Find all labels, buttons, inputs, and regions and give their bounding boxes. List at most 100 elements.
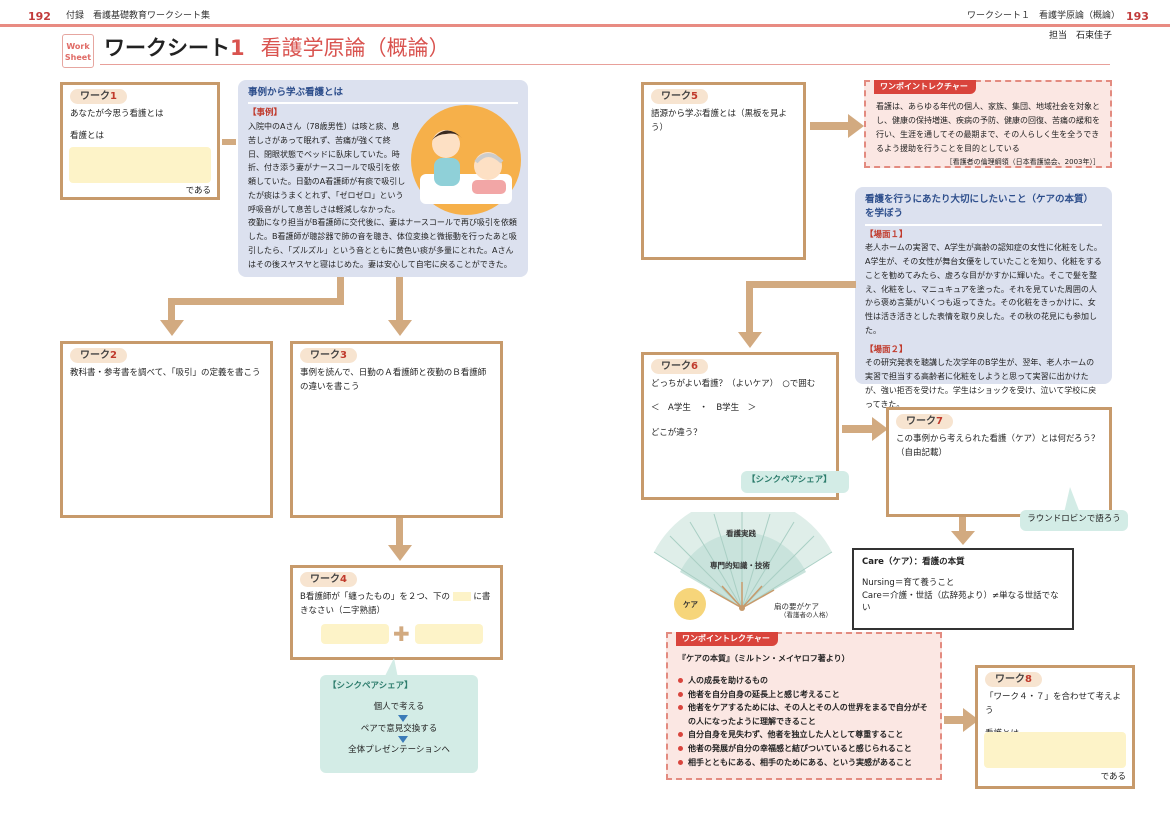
arrow-down-icon	[738, 332, 762, 348]
list-item: 人の成長を助けるもの	[678, 674, 930, 688]
nurse-illustration	[410, 104, 522, 216]
list-item: 自分自身を見失わず、他者を独立した人として尊重すること	[678, 728, 930, 742]
list-item-text: 他者の発展が自分の幸福感と結びついていると感じられること	[688, 743, 912, 753]
work-5-box: ワーク5 語源から学ぶ看護とは（黒板を見よう）	[641, 82, 806, 260]
work-6-label: ワーク6	[651, 359, 708, 374]
bullet-icon	[678, 732, 683, 738]
work-6-question: どっちがよい看護？（よいケア） ○で囲む	[651, 379, 816, 389]
work-3-label: ワーク3	[300, 348, 357, 363]
think-pair-share-title: 【シンクペアシェア】	[328, 681, 413, 691]
connector-line	[944, 716, 966, 724]
callout-pointer	[1064, 487, 1080, 513]
case-text: 入院中のAさん（78歳男性）は咳と痰、息苦しさがあって眠れず、苦痛が強くて終日、…	[248, 122, 517, 269]
work-4-answer-1[interactable]	[321, 624, 389, 644]
connector-line	[959, 517, 966, 533]
running-title-right: ワークシート１ 看護学原論（概論）	[967, 11, 1121, 21]
work-4-box: ワーク4 B看護師が「纏ったもの」を２つ、下の に書きなさい（二字熟語） ✚	[290, 565, 503, 660]
arrow-down-icon	[388, 320, 412, 336]
work-8-box: ワーク8 「ワーク４・７」を合わせて考えよう 看護とは である	[975, 665, 1135, 789]
think-pair-share-box: 【シンクペアシェア】 個人で考える ペアで意見交換する 全体プレゼンテーションへ	[320, 675, 478, 773]
title-prefix: ワークシート	[104, 36, 230, 60]
header-rule	[0, 24, 1170, 27]
list-item-text: 自分自身を見失わず、他者を独立した人として尊重すること	[688, 730, 904, 740]
case-panel: 事例から学ぶ看護とは 【事例】 入院中のAさん（78歳男性）は咳と痰、息苦しさが…	[238, 80, 528, 277]
work-6-choice: ＜ A学生 ・ B学生 ＞	[651, 403, 757, 414]
list-item: 相手とともにある、相手のためにある、という実感があること	[678, 756, 930, 770]
connector-line	[746, 281, 753, 333]
author: 担当 石束佳子	[1048, 31, 1112, 41]
title-subject: 看護学原論（概論）	[260, 36, 450, 60]
scene-2-text: その研究発表を聴講した次学年のB学生が、翌年、老人ホームの実習で担当する高齢者に…	[865, 358, 1097, 409]
page-number-right: 193	[1126, 10, 1149, 23]
step-3: 全体プレゼンテーションへ	[348, 745, 450, 756]
care-box-line-1: Nursing＝育て養うこと	[862, 577, 955, 588]
care-essence-panel: 看護を行うにあたり大切にしたいこと（ケアの本質）を学ぼう 【場面１】 老人ホーム…	[855, 187, 1112, 409]
folding-fan-illustration	[653, 512, 833, 620]
page-title: ワークシート1 看護学原論（概論）	[104, 33, 450, 65]
bullet-icon	[678, 759, 683, 765]
arrow-down-icon	[160, 320, 184, 336]
fan-label-personality: （看護者の人格）	[780, 611, 832, 619]
bullet-icon	[678, 705, 683, 711]
one-point-lecture-2: ワンポイントレクチャー 『ケアの本質』（ミルトン・メイヤロフ著より） 人の成長を…	[666, 632, 942, 780]
fan-label-pivot: 扇の要がケア	[774, 602, 819, 611]
title-number: 1	[230, 36, 245, 60]
work-6-question-2: どこが違う？	[651, 427, 702, 438]
list-item-text: 他者をケアするためには、その人とその人の世界をまるで自分がその人になったように理…	[688, 703, 928, 726]
logo-text-2: Sheet	[64, 53, 92, 62]
care-box-title: Care（ケア）：看護の本質	[862, 557, 965, 567]
connector-line	[746, 281, 856, 288]
plus-icon: ✚	[393, 622, 410, 646]
list-item-text: 人の成長を助けるもの	[688, 676, 768, 685]
work-8-label: ワーク8	[985, 672, 1042, 687]
one-point-lecture-1: ワンポイントレクチャー 看護は、あらゆる年代の個人、家族、集団、地域社会を対象と…	[864, 80, 1112, 168]
list-item: 他者を自分自身の延長上と感じ考えること	[678, 688, 930, 702]
arrow-down-icon	[388, 545, 412, 561]
one-point-lecture-tag: ワンポイントレクチャー	[874, 80, 976, 94]
connector-line	[396, 277, 403, 322]
work-1-question: あなたが今思う看護とは	[70, 109, 164, 119]
bullet-icon	[678, 745, 683, 751]
work-4-answer-2[interactable]	[415, 624, 483, 644]
fan-label-care: ケア	[683, 600, 698, 609]
callout-pointer	[384, 658, 398, 678]
scene-2-label: 【場面２】	[865, 344, 908, 355]
connector-line	[810, 122, 850, 130]
arrow-right-icon	[872, 417, 888, 441]
work-8-tail: である	[1100, 772, 1126, 782]
care-essence-title: 『ケアの本質』（ミルトン・メイヤロフ著より）	[678, 654, 850, 663]
care-essence-list: 人の成長を助けるもの他者を自分自身の延長上と感じ考えること他者をケアするためには…	[678, 674, 930, 769]
work-2-label: ワーク2	[70, 348, 127, 363]
bullet-icon	[678, 678, 683, 683]
work-5-label: ワーク5	[651, 89, 708, 104]
scene-1-text: 老人ホームの実習で、A学生が高齢の認知症の女性に化粧をした。A学生が、その女性が…	[865, 243, 1102, 335]
list-item-text: 他者を自分自身の延長上と感じ考えること	[688, 689, 840, 699]
work-2-question: 教科書・参考書を調べて、「吸引」の定義を書こう	[70, 368, 261, 378]
running-title-left: 付録 看護基礎教育ワークシート集	[66, 11, 211, 21]
work-2-box: ワーク2 教科書・参考書を調べて、「吸引」の定義を書こう	[60, 341, 273, 518]
connector-line	[337, 277, 344, 305]
round-robin-bubble: ラウンドロビンで語ろう	[1020, 510, 1128, 531]
work-7-label: ワーク7	[896, 414, 953, 429]
care-definition-box: Care（ケア）：看護の本質 Nursing＝育て養うこと Care＝介護・世話…	[852, 548, 1074, 630]
work-8-question: 「ワーク４・７」を合わせて考えよう	[985, 692, 1122, 717]
arrow-right-icon	[848, 114, 864, 138]
work-6-box: ワーク6 どっちがよい看護？（よいケア） ○で囲む ＜ A学生 ・ B学生 ＞ …	[641, 352, 839, 500]
work-1-label: ワーク1	[70, 89, 127, 104]
one-point-lecture-tag: ワンポイントレクチャー	[676, 632, 778, 646]
arrow-down-icon	[951, 531, 975, 545]
bullet-icon	[678, 691, 683, 697]
work-8-answer-field[interactable]	[984, 732, 1126, 768]
work-1-answer-field[interactable]	[69, 147, 211, 183]
case-label: 【事例】	[248, 108, 283, 119]
fan-label-practice: 看護実践	[726, 529, 756, 538]
triangle-down-icon	[398, 736, 408, 744]
list-item: 他者の発展が自分の幸福感と結びついていると感じられること	[678, 742, 930, 756]
one-point-lecture-text: 看護は、あらゆる年代の個人、家族、集団、地域社会を対象とし、健康の保持増進、疾病…	[876, 102, 1100, 153]
worksheet-logo: Work Sheet	[62, 34, 94, 68]
logo-text-1: Work	[66, 42, 90, 51]
connector-line	[222, 139, 236, 145]
arrow-right-icon	[963, 708, 979, 732]
step-1: 個人で考える	[373, 701, 425, 712]
triangle-down-icon	[398, 714, 408, 722]
